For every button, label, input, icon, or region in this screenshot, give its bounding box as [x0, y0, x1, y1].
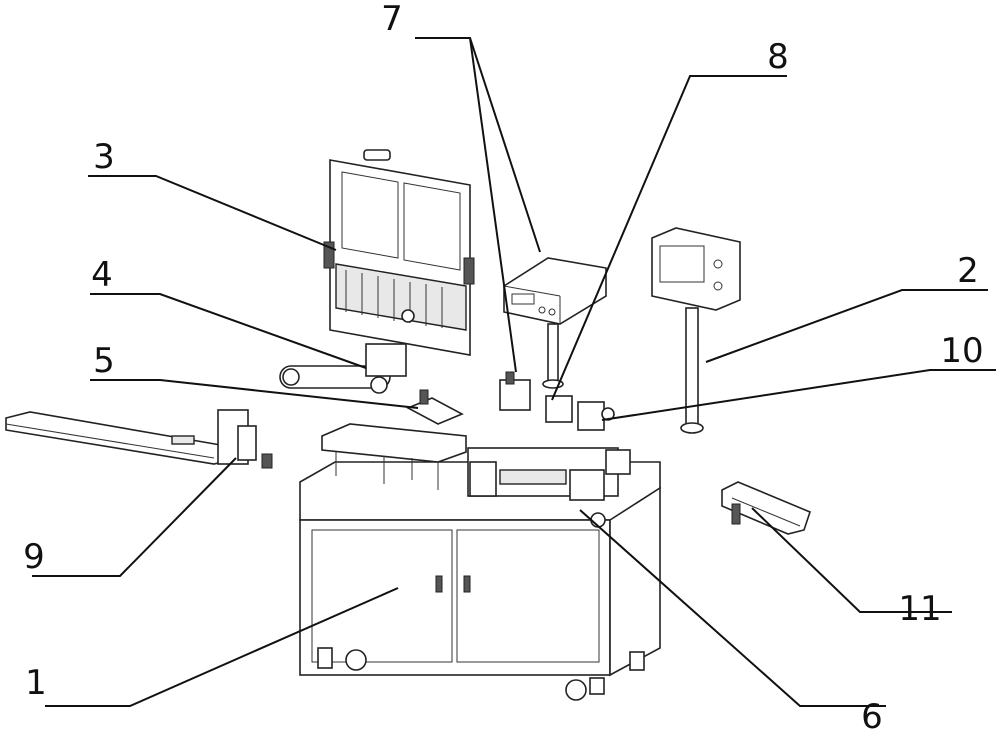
label-11: 11: [898, 589, 941, 629]
work-platform: [321, 423, 631, 528]
controller-box: [503, 257, 607, 389]
label-3: 3: [93, 137, 115, 177]
hmi-panel: [651, 227, 741, 434]
reference-numerals: 1 2 3 4 5 6 7 8 9 10 11: [23, 0, 983, 731]
leader-lines: [32, 37, 996, 707]
label-2: 2: [957, 251, 979, 291]
label-8: 8: [767, 37, 789, 77]
slide-rail-assembly: [5, 409, 273, 469]
belt-conveyor: [279, 343, 407, 394]
label-9: 9: [23, 537, 45, 577]
label-4: 4: [91, 255, 113, 295]
label-10: 10: [940, 331, 983, 371]
bracket: [406, 389, 464, 425]
label-5: 5: [93, 341, 115, 381]
label-7: 7: [381, 0, 403, 39]
label-1: 1: [25, 663, 47, 703]
loose-arm: [721, 481, 811, 535]
tray-magazine: [323, 149, 475, 356]
label-6: 6: [861, 697, 883, 731]
clamp-fixture: [499, 371, 531, 411]
cabinet-base: [299, 461, 661, 701]
gripper-fixture: [545, 395, 615, 431]
